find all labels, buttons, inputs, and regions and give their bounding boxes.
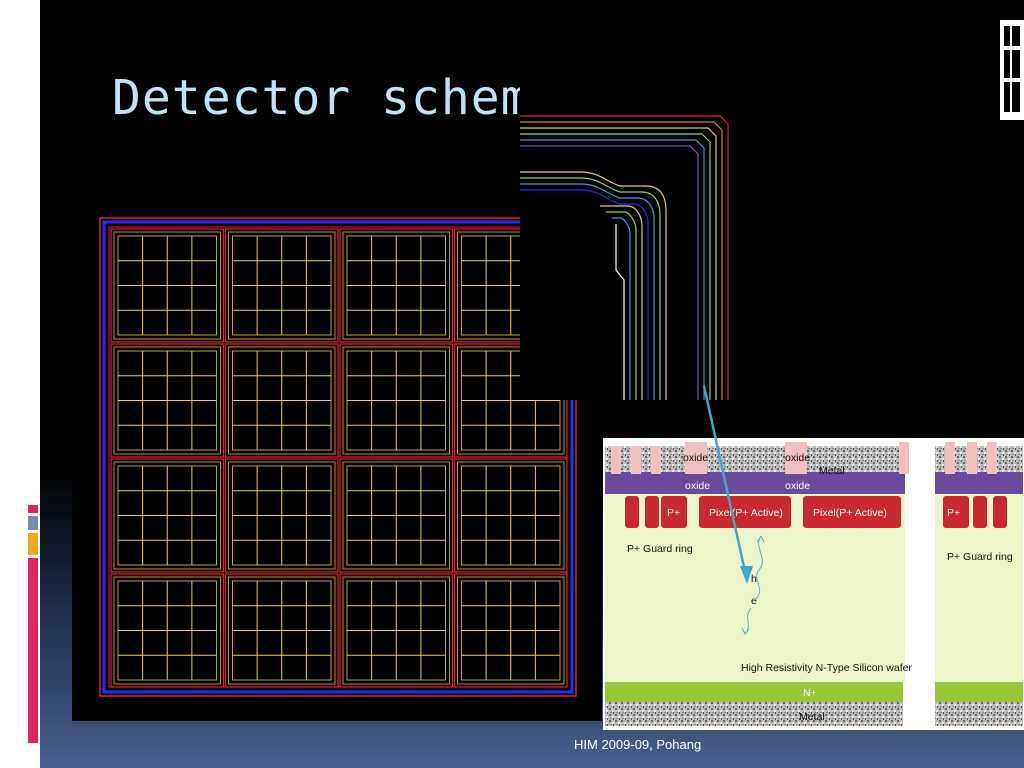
pixel-label: Pixel(P+ Active) xyxy=(813,507,887,519)
accent-bars xyxy=(28,505,38,746)
metal-label: Metal xyxy=(819,465,845,477)
p-plus-label: P+ xyxy=(947,507,960,519)
guard-ring-corner-detail xyxy=(520,110,730,400)
oxide-label: oxide xyxy=(785,480,810,492)
guard-ring-label: P+ Guard ring xyxy=(947,551,1013,563)
oxide-label: oxide xyxy=(785,452,810,464)
title-clip: Detector schem xyxy=(112,60,520,140)
page-title: Detector schem xyxy=(112,70,520,126)
pointer-arrow xyxy=(702,385,753,584)
footer-text: HIM 2009-09, Pohang xyxy=(574,737,702,752)
wafer-label: High Resistivity N-Type Silicon wafer xyxy=(741,662,912,674)
metal-label: Metal xyxy=(799,711,825,723)
sensor-cross-section: oxide oxide Metal oxide oxide P+ Pixel(P… xyxy=(603,438,1024,730)
oxide-label: oxide xyxy=(685,480,710,492)
window-icon xyxy=(1000,20,1024,125)
pixel-label: Pixel(P+ Active) xyxy=(709,507,783,519)
guard-ring-label: P+ Guard ring xyxy=(627,543,693,555)
electron-label: e xyxy=(751,595,757,607)
n-plus-label: N+ xyxy=(803,687,817,699)
hole-label: h xyxy=(751,573,757,585)
oxide-label: oxide xyxy=(683,452,708,464)
p-plus-label: P+ xyxy=(667,507,680,519)
